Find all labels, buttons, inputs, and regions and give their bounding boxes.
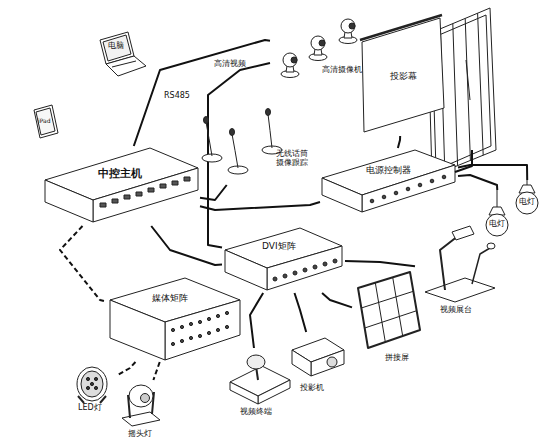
camera-symbol — [339, 19, 357, 44]
device-node: 投影机 — [286, 332, 346, 402]
controller-box — [45, 148, 198, 222]
device-node: DVI矩阵 — [222, 225, 345, 293]
tablet-symbol — [34, 105, 58, 138]
cable-line — [295, 293, 307, 332]
cable-line — [118, 362, 135, 375]
camera-symbol — [281, 53, 299, 78]
projector-symbol — [292, 338, 344, 376]
device-node: 媒体矩阵 — [105, 275, 245, 362]
device-label: iPad — [38, 118, 51, 125]
terminal-symbol — [230, 355, 290, 404]
matrix-box — [225, 228, 342, 290]
device-node: 电灯 — [514, 180, 541, 220]
device-label: 投影幕 — [390, 72, 417, 82]
device-node: 视频终端 — [222, 348, 295, 423]
cable-line — [153, 362, 159, 380]
led-light-symbol — [77, 367, 107, 403]
cable-line — [398, 136, 400, 148]
cable-line — [134, 40, 270, 146]
device-label: 电灯 — [489, 220, 505, 229]
laptop-symbol — [100, 32, 146, 76]
device-label: 视频展台 — [440, 306, 472, 315]
device-label: 电脑 — [108, 42, 124, 51]
cable-label: 高清视频 — [214, 60, 246, 69]
device-label: 高清摄像机 — [322, 66, 362, 75]
cable-line — [200, 202, 320, 210]
device-label: 媒体矩阵 — [152, 294, 188, 304]
power-controller-box — [322, 150, 455, 212]
device-label: 投影机 — [300, 384, 324, 393]
moving-head-symbol — [122, 385, 160, 426]
device-node: 电源控制器 — [320, 148, 458, 215]
microphone-symbol — [202, 109, 282, 175]
screen-symbol — [360, 15, 444, 132]
curtain-wire — [455, 150, 472, 172]
device-label: 电灯 — [519, 198, 535, 207]
cable-line — [322, 293, 352, 307]
device-node: 视频展台 — [415, 218, 500, 325]
device-label: 视频终端 — [240, 408, 272, 417]
device-label: LED灯 — [78, 404, 102, 413]
device-label: 摇头灯 — [128, 430, 152, 439]
device-node: 无线话筒 摄像跟踪 — [202, 105, 314, 185]
document-camera-symbol — [425, 226, 495, 302]
device-node: 投影幕 — [355, 14, 450, 136]
matrix-box — [110, 278, 240, 360]
device-node: iPad — [32, 104, 60, 140]
device-label: DVI矩阵 — [262, 242, 296, 252]
device-node: 中控主机 — [40, 146, 200, 226]
cable-line — [250, 293, 263, 348]
device-node: 电脑 — [92, 34, 150, 80]
device-node: 摇头灯 — [120, 380, 165, 442]
device-node: LED灯 — [68, 360, 118, 418]
video-wall-symbol — [358, 272, 420, 348]
device-label: 拼接屏 — [385, 354, 409, 363]
cable-line — [345, 261, 415, 266]
cable-line — [200, 185, 227, 200]
camera-symbol — [309, 36, 327, 61]
device-node: 高清摄像机 — [270, 10, 380, 90]
device-label: 无线话筒 摄像跟踪 — [276, 150, 310, 168]
cable-line — [60, 226, 105, 301]
cable-label: RS485 — [164, 92, 190, 101]
device-label: 中控主机 — [98, 168, 142, 180]
device-node: 电灯 — [485, 190, 512, 240]
lamp-symbol — [486, 180, 538, 236]
cable-line — [151, 226, 222, 265]
cable-line — [458, 175, 497, 190]
device-node: 拼接屏 — [352, 268, 428, 372]
device-label: 电源控制器 — [366, 166, 411, 176]
